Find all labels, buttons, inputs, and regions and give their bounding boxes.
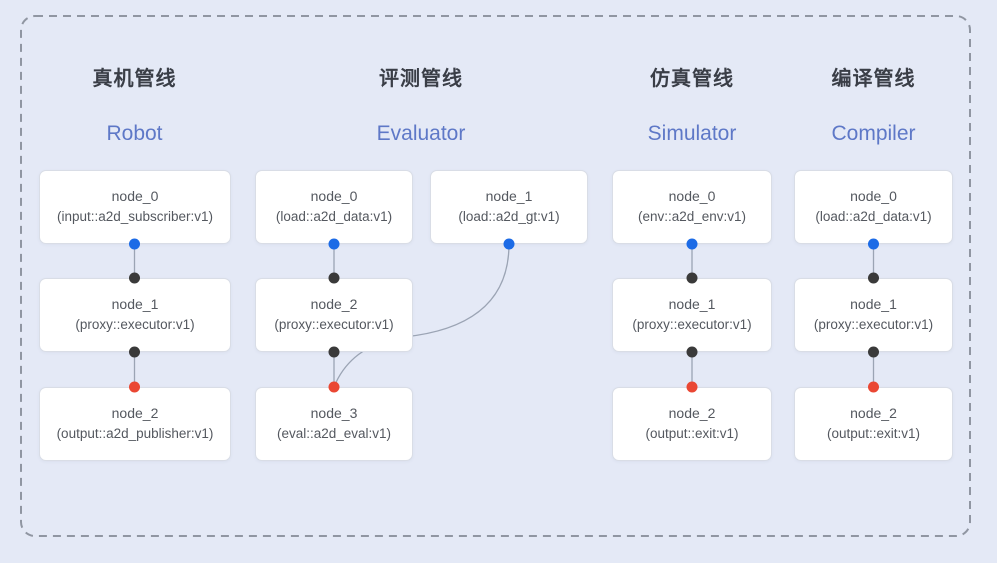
node-evaluator-node_2: node_2(proxy::executor:v1) bbox=[255, 278, 413, 352]
node-sublabel: (output::a2d_publisher:v1) bbox=[56, 425, 214, 441]
node-compiler-node_0: node_0(load::a2d_data:v1) bbox=[794, 170, 953, 244]
node-sublabel: (env::a2d_env:v1) bbox=[637, 208, 747, 224]
node-sublabel: (proxy::executor:v1) bbox=[632, 316, 752, 332]
node-compiler-node_2: node_2(output::exit:v1) bbox=[794, 387, 953, 461]
node-label: node_0 bbox=[850, 188, 897, 205]
node-label: node_2 bbox=[850, 405, 897, 422]
node-sublabel: (load::a2d_data:v1) bbox=[275, 208, 393, 224]
pipeline-title-en-simulator: Simulator bbox=[647, 122, 737, 145]
pipeline-title-en-robot: Robot bbox=[106, 122, 163, 145]
node-robot-node_0: node_0(input::a2d_subscriber:v1) bbox=[39, 170, 231, 244]
pipeline-title-en-compiler: Compiler bbox=[831, 122, 916, 145]
node-simulator-node_2: node_2(output::exit:v1) bbox=[612, 387, 772, 461]
node-sublabel: (proxy::executor:v1) bbox=[75, 316, 195, 332]
pipeline-title-zh-simulator: 仿真管线 bbox=[650, 68, 734, 90]
node-robot-node_1: node_1(proxy::executor:v1) bbox=[39, 278, 231, 352]
node-label: node_1 bbox=[111, 296, 159, 313]
pipeline-title-zh-evaluator: 评测管线 bbox=[379, 68, 463, 90]
node-simulator-node_1: node_1(proxy::executor:v1) bbox=[612, 278, 772, 352]
node-label: node_2 bbox=[111, 405, 159, 422]
node-label: node_0 bbox=[310, 188, 358, 205]
node-sublabel: (proxy::executor:v1) bbox=[274, 316, 394, 332]
node-evaluator-node_3: node_3(eval::a2d_eval:v1) bbox=[255, 387, 413, 461]
node-label: node_1 bbox=[485, 188, 533, 205]
pipeline-title-zh-compiler: 编译管线 bbox=[831, 68, 916, 90]
node-sublabel: (output::exit:v1) bbox=[645, 425, 739, 441]
node-evaluator-node_1: node_1(load::a2d_gt:v1) bbox=[430, 170, 588, 244]
pipeline-title-zh-robot: 真机管线 bbox=[92, 68, 177, 90]
node-label: node_0 bbox=[668, 188, 716, 205]
pipeline-title-en-evaluator: Evaluator bbox=[376, 122, 466, 145]
node-sublabel: (output::exit:v1) bbox=[826, 425, 921, 441]
node-robot-node_2: node_2(output::a2d_publisher:v1) bbox=[39, 387, 231, 461]
node-label: node_2 bbox=[668, 405, 716, 422]
node-evaluator-node_0: node_0(load::a2d_data:v1) bbox=[255, 170, 413, 244]
node-label: node_3 bbox=[310, 405, 358, 422]
node-sublabel: (load::a2d_data:v1) bbox=[815, 208, 932, 224]
node-compiler-node_1: node_1(proxy::executor:v1) bbox=[794, 278, 953, 352]
node-label: node_2 bbox=[310, 296, 358, 313]
node-sublabel: (input::a2d_subscriber:v1) bbox=[56, 208, 214, 224]
node-sublabel: (proxy::executor:v1) bbox=[813, 316, 934, 332]
node-label: node_1 bbox=[850, 296, 897, 313]
node-simulator-node_0: node_0(env::a2d_env:v1) bbox=[612, 170, 772, 244]
node-sublabel: (load::a2d_gt:v1) bbox=[458, 208, 560, 224]
node-label: node_0 bbox=[111, 188, 159, 205]
node-label: node_1 bbox=[668, 296, 716, 313]
node-sublabel: (eval::a2d_eval:v1) bbox=[276, 425, 392, 441]
